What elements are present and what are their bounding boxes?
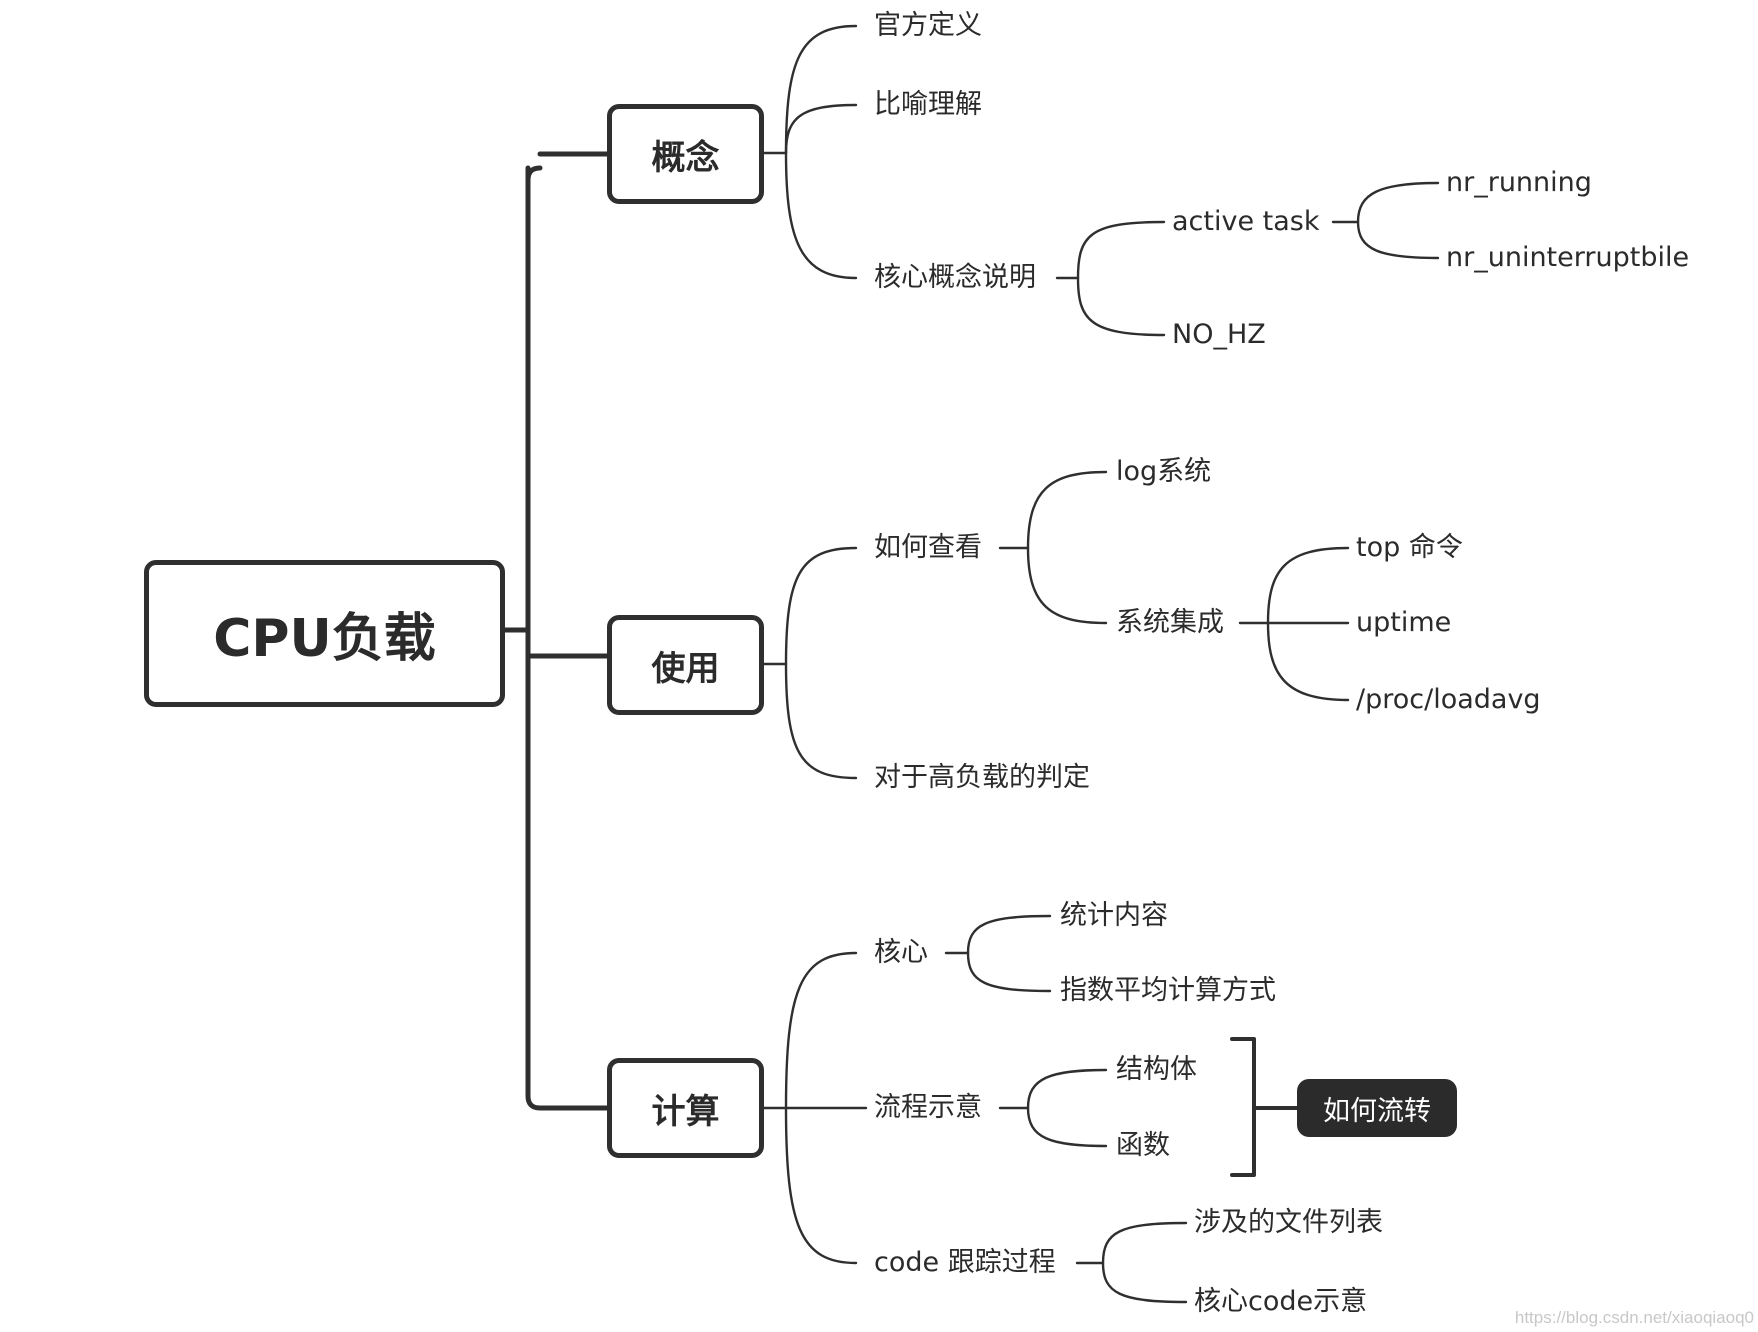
watermark: https://blog.csdn.net/xiaoqiaoq0 (1514, 1308, 1754, 1327)
topic-top-command[interactable]: top 命令 (1356, 532, 1463, 563)
topic-system-integration[interactable]: 系统集成 (1116, 607, 1224, 638)
topic-functions[interactable]: 函数 (1116, 1130, 1170, 1161)
root-trunk-lines (502, 151, 610, 1111)
topic-exponential-average[interactable]: 指数平均计算方式 (1060, 975, 1276, 1006)
topic-how-to-view[interactable]: 如何查看 (874, 532, 982, 563)
topic-log-system[interactable]: log系统 (1116, 456, 1212, 487)
topic-flow-diagram[interactable]: 流程示意 (874, 1092, 982, 1123)
concept-links (762, 24, 1440, 337)
topic-active-task[interactable]: active task (1172, 206, 1320, 237)
topic-uptime[interactable]: uptime (1356, 607, 1452, 638)
summary-tag[interactable]: 如何流转 (1297, 1079, 1457, 1137)
branch-usage[interactable]: 使用 (607, 615, 764, 715)
summary-bracket (1230, 1037, 1299, 1177)
topic-core-code[interactable]: 核心code示意 (1194, 1286, 1368, 1317)
topic-core-concepts[interactable]: 核心概念说明 (874, 262, 1036, 293)
topic-high-load-judgement[interactable]: 对于高负载的判定 (874, 762, 1090, 793)
topic-no-hz[interactable]: NO_HZ (1172, 319, 1266, 350)
topic-calc-core[interactable]: 核心 (874, 937, 928, 968)
root-node[interactable]: CPU负载 (144, 560, 505, 707)
usage-links (762, 470, 1350, 780)
topic-statistics-content[interactable]: 统计内容 (1060, 900, 1168, 931)
topic-nr-uninterruptible[interactable]: nr_uninterruptbile (1446, 242, 1690, 273)
topic-file-list[interactable]: 涉及的文件列表 (1194, 1207, 1383, 1238)
topic-official-definition[interactable]: 官方定义 (874, 10, 982, 41)
branch-concept[interactable]: 概念 (607, 104, 764, 204)
topic-analogy[interactable]: 比喻理解 (874, 89, 982, 120)
topic-struct[interactable]: 结构体 (1116, 1054, 1197, 1085)
topic-code-trace[interactable]: code 跟踪过程 (874, 1247, 1056, 1278)
topic-proc-loadavg[interactable]: /proc/loadavg (1356, 684, 1541, 715)
topic-nr-running[interactable]: nr_running (1446, 167, 1592, 198)
branch-calc[interactable]: 计算 (607, 1058, 764, 1158)
calc-links (762, 914, 1188, 1304)
